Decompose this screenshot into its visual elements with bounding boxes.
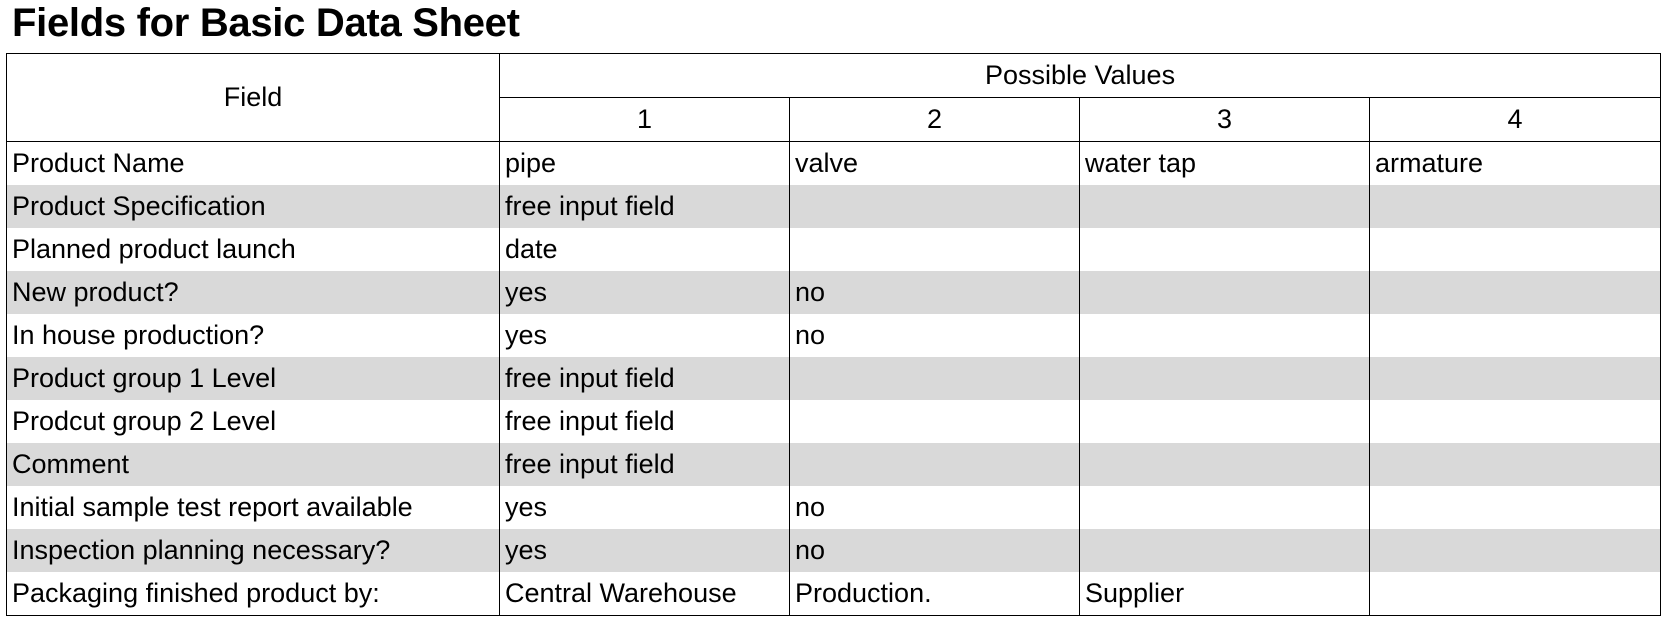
value-cell	[1079, 228, 1370, 271]
value-cell: yes	[499, 529, 790, 572]
value-cell: yes	[499, 486, 790, 529]
value-cell	[789, 400, 1080, 443]
table-row: Initial sample test report available yes…	[6, 486, 1662, 529]
field-cell: Prodcut group 2 Level	[6, 400, 500, 443]
value-column-header-4: 4	[1368, 97, 1662, 142]
value-cell: no	[789, 486, 1080, 529]
value-cell	[1079, 185, 1370, 228]
field-cell: Packaging finished product by:	[6, 572, 500, 616]
value-cell	[1079, 529, 1370, 572]
value-column-header-1: 1	[499, 97, 790, 142]
field-cell: New product?	[6, 271, 500, 314]
field-column-header: Field	[6, 53, 500, 142]
value-cell	[789, 443, 1080, 486]
table-row: Packaging finished product by: Central W…	[6, 572, 1662, 616]
value-cell: free input field	[499, 357, 790, 400]
field-cell: Product Specification	[6, 185, 500, 228]
value-cell	[789, 228, 1080, 271]
value-cell: yes	[499, 314, 790, 357]
value-cell	[1079, 271, 1370, 314]
value-cell: free input field	[499, 185, 790, 228]
field-cell: In house production?	[6, 314, 500, 357]
value-cell: pipe	[499, 141, 790, 185]
value-cell	[1368, 228, 1662, 271]
table-row: Comment free input field	[6, 443, 1662, 486]
value-cell	[1368, 529, 1662, 572]
value-cell: no	[789, 271, 1080, 314]
value-cell: date	[499, 228, 790, 271]
value-cell	[789, 185, 1080, 228]
possible-values-header: Possible Values	[498, 53, 1662, 98]
field-cell: Planned product launch	[6, 228, 500, 271]
value-column-header-3: 3	[1079, 97, 1370, 142]
value-cell: free input field	[499, 443, 790, 486]
value-cell: water tap	[1079, 141, 1370, 185]
value-column-header-2: 2	[789, 97, 1080, 142]
value-cell	[1079, 357, 1370, 400]
table-row: Product Specification free input field	[6, 185, 1662, 228]
field-cell: Product Name	[6, 141, 500, 185]
field-cell: Comment	[6, 443, 500, 486]
value-cell	[1079, 314, 1370, 357]
header-row-numbers: 1 2 3 4	[7, 97, 1662, 142]
header-row-top: Field Possible Values	[6, 53, 1662, 142]
value-cell: yes	[499, 271, 790, 314]
value-cell: Central Warehouse	[499, 572, 790, 616]
table-row: In house production? yes no	[6, 314, 1662, 357]
value-cell	[789, 357, 1080, 400]
value-cell	[1079, 443, 1370, 486]
value-cell	[1368, 185, 1662, 228]
table-row: Product group 1 Level free input field	[6, 357, 1662, 400]
value-cell	[1368, 357, 1662, 400]
value-cell	[1368, 486, 1662, 529]
basic-data-sheet-table: Field Possible Values 1 2 3 4 Product Na…	[6, 53, 1662, 616]
value-cell: Production.	[789, 572, 1080, 616]
value-cell: Supplier	[1079, 572, 1370, 616]
table-row: New product? yes no	[6, 271, 1662, 314]
page-title: Fields for Basic Data Sheet	[12, 1, 520, 45]
table-row: Prodcut group 2 Level free input field	[6, 400, 1662, 443]
table-row: Inspection planning necessary? yes no	[6, 529, 1662, 572]
value-cell: free input field	[499, 400, 790, 443]
value-cell	[1079, 486, 1370, 529]
table-row: Planned product launch date	[6, 228, 1662, 271]
field-cell: Initial sample test report available	[6, 486, 500, 529]
field-cell: Product group 1 Level	[6, 357, 500, 400]
value-cell	[1368, 400, 1662, 443]
value-cell: no	[789, 529, 1080, 572]
value-cell	[1368, 443, 1662, 486]
value-cell: no	[789, 314, 1080, 357]
value-cell	[1368, 314, 1662, 357]
table-row: Product Name pipe valve water tap armatu…	[6, 141, 1662, 185]
field-cell: Inspection planning necessary?	[6, 529, 500, 572]
value-cell	[1368, 572, 1662, 616]
value-cell	[1079, 400, 1370, 443]
value-cell: valve	[789, 141, 1080, 185]
value-cell: armature	[1368, 141, 1662, 185]
value-cell	[1368, 271, 1662, 314]
